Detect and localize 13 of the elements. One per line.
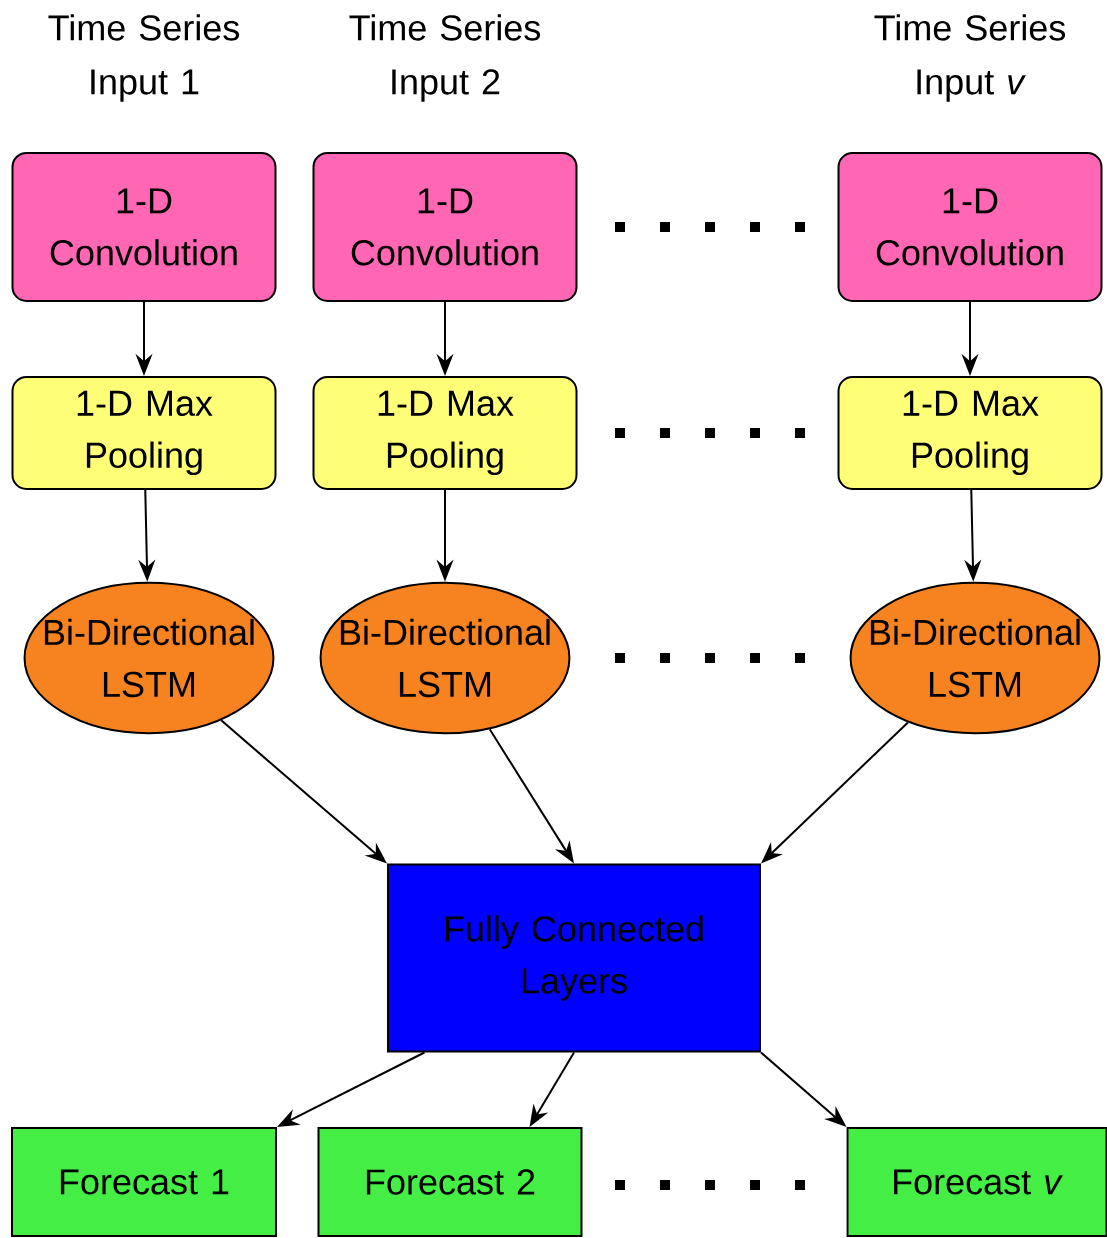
pooling-box: 1-D Max Pooling: [312, 376, 578, 490]
input-label: Time Series Input v: [874, 14, 1066, 102]
convolution-box: 1-D Convolution: [837, 152, 1103, 302]
convolution-box: 1-D Convolution: [312, 152, 578, 302]
pooling-box: 1-D Max Pooling: [11, 376, 277, 490]
forecast-box: Forecast 1: [11, 1127, 277, 1237]
forecast-box: Forecast v: [846, 1127, 1107, 1237]
pooling-box: 1-D Max Pooling: [837, 376, 1103, 490]
convolution-box: 1-D Convolution: [11, 152, 277, 302]
input-label: Time Series Input 1: [48, 14, 239, 102]
input-label: Time Series Input 2: [349, 14, 541, 102]
dense-layer-box: Fully Connected Layers: [387, 863, 761, 1053]
forecast-box: Forecast 2: [317, 1127, 583, 1237]
